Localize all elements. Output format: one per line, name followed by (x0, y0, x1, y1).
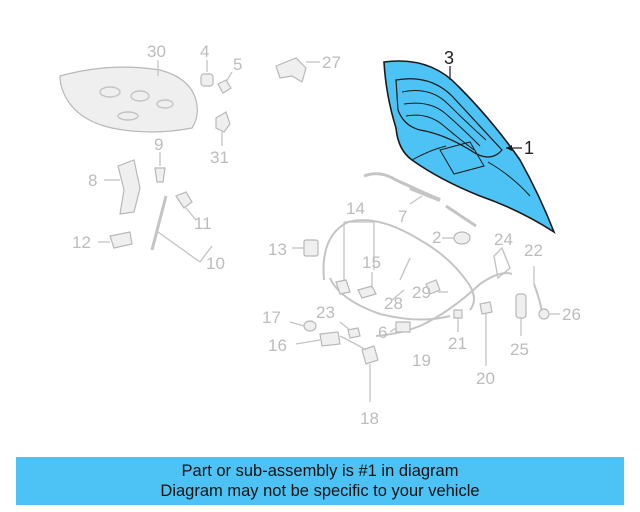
callout-23: 23 (316, 303, 335, 322)
callout-5: 5 (233, 55, 242, 74)
callout-24: 24 (494, 230, 513, 249)
callout-19: 19 (412, 351, 431, 370)
callout-12: 12 (72, 233, 91, 252)
callout-2: 2 (432, 228, 441, 247)
callout-28: 28 (384, 294, 403, 313)
callout-26: 26 (562, 305, 581, 324)
callout-6: 6 (378, 323, 387, 342)
callout-18: 18 (360, 409, 379, 428)
parts-22-25-26 (515, 266, 560, 336)
callout-11: 11 (194, 214, 212, 233)
hood-inner-frame (395, 78, 503, 158)
callout-17: 17 (262, 308, 281, 327)
part-13-latch (292, 239, 319, 257)
part-5-clip (217, 71, 233, 94)
callout-3: 3 (444, 48, 454, 68)
callout-9: 9 (154, 135, 163, 154)
callout-7: 7 (398, 207, 407, 226)
callout-27: 27 (322, 53, 341, 72)
part-2-bumper (442, 231, 471, 245)
banner-line-2: Diagram may not be specific to your vehi… (160, 482, 480, 500)
release-cable-assembly (322, 219, 513, 337)
callout-4: 4 (200, 42, 209, 61)
callout-1: 1 (524, 138, 534, 158)
part-10-strut (150, 191, 213, 263)
callout-13: 13 (268, 240, 287, 259)
info-banner: Part or sub-assembly is #1 in diagram Di… (16, 457, 624, 505)
parts-diagram: 30 4 5 27 3 1 31 9 8 14 7 11 2 12 24 22 … (59, 42, 581, 428)
part-12-bracket (98, 231, 133, 249)
callout-30: 30 (147, 42, 166, 61)
callout-20: 20 (476, 369, 495, 388)
callout-16: 16 (268, 336, 287, 355)
part-31-bracket (215, 111, 231, 146)
callout-31: 31 (210, 148, 229, 167)
hood-panel-part-1 (383, 60, 556, 235)
callout-14: 14 (346, 199, 365, 218)
callout-25: 25 (510, 340, 529, 359)
callout-15: 15 (362, 253, 381, 272)
part-9-stud (154, 152, 166, 183)
lower-parts-16-17-18-23 (289, 320, 379, 402)
part-30-insulator (59, 60, 198, 133)
part-27-hinge (275, 57, 320, 83)
callout-10: 10 (206, 254, 225, 273)
part-7-seals (363, 172, 477, 228)
callout-21: 21 (448, 334, 467, 353)
part-8-hinge (104, 159, 141, 215)
callout-22: 22 (524, 241, 543, 260)
banner-line-1: Part or sub-assembly is #1 in diagram (181, 462, 459, 480)
callout-8: 8 (88, 171, 97, 190)
callout-29: 29 (412, 283, 431, 302)
part-4-clip (200, 60, 214, 87)
parts-20-21 (453, 301, 493, 366)
